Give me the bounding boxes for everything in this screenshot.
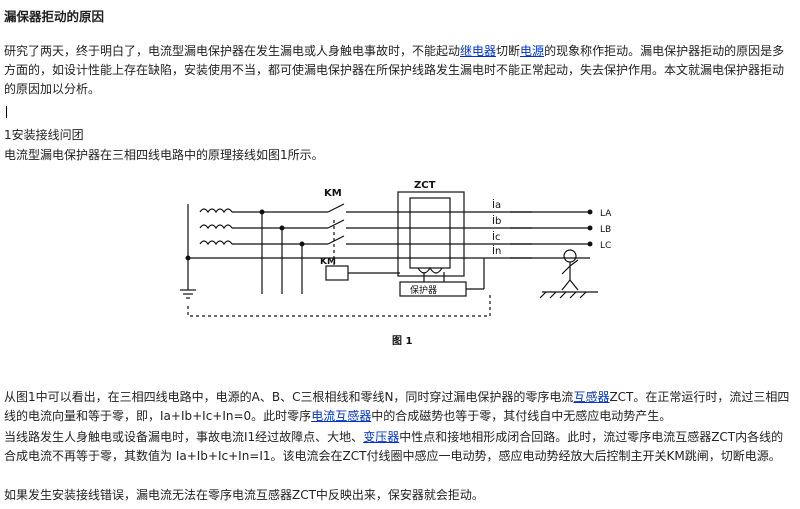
text-cursor xyxy=(6,106,7,118)
label-ic: İc xyxy=(492,230,500,243)
label-km-switch: KM xyxy=(324,188,342,199)
label-lb: LB xyxy=(600,225,611,235)
link-current-transformer[interactable]: 电流互感器 xyxy=(311,409,372,423)
label-protector: 保护器 xyxy=(410,284,437,296)
transformer-coils xyxy=(199,208,233,246)
label-km-coil: KM xyxy=(320,257,336,267)
article-title: 漏保器拒动的原因 xyxy=(4,9,105,24)
label-ia: İa xyxy=(492,198,501,211)
text-span: 的现象称作拒动。漏电保护器拒动的原因是多方面的，如设计性能上存在缺陷，安装使用不… xyxy=(4,44,785,96)
text-span: 中性点和接地相形成闭合回路。此时，流过零序电流互感器ZCT内各线的合成电流不再等… xyxy=(4,430,784,463)
section-title: 1安装接线问团 xyxy=(4,128,84,142)
link-relay[interactable]: 继电器 xyxy=(460,44,497,58)
link-power-transformer[interactable]: 变压器 xyxy=(363,430,400,444)
text-span: ZCT。在正常运行时，流过三相四线的电流向量和等于零，即，Ia+Ib+Ic+In… xyxy=(4,390,790,423)
label-ib: İb xyxy=(492,214,501,227)
section-intro-line: 电流型漏电保护器在三相四线电路中的原理接线如图1所示。 xyxy=(4,148,324,162)
wiring-diagram: KM ZCT KM 保护器 İa İb İc İn LA LB LC 图 1 xyxy=(180,180,612,347)
label-zct: ZCT xyxy=(414,180,436,191)
text-span: 切断 xyxy=(496,44,521,58)
link-transformer[interactable]: 互感器 xyxy=(573,390,610,404)
text-span: 研究了两天，终于明白了，电流型漏电保护器在发生漏电或人身触电事故时，不能起动 xyxy=(4,44,461,58)
label-la: LA xyxy=(600,209,612,219)
text-span: 当线路发生人身触电或设备漏电时，事故电流I1经过故障点、大地、 xyxy=(4,430,364,444)
label-lc: LC xyxy=(600,241,611,251)
paragraph-intro: 研究了两天，终于明白了，电流型漏电保护器在发生漏电或人身触电事故时，不能起动继电… xyxy=(4,42,794,99)
text-span: 中的合成磁势也等于零，其付线自中无感应电动势产生。 xyxy=(371,409,672,423)
figure-caption: 图 1 xyxy=(392,335,412,347)
paragraph-analysis-normal: 从图1中可以看出，在三相四线电路中，电源的A、B、C三根相线和零线N，同时穿过漏… xyxy=(4,388,794,426)
label-in: İn xyxy=(492,244,501,257)
text-span: 从图1中可以看出，在三相四线电路中，电源的A、B、C三根相线和零线N，同时穿过漏… xyxy=(4,390,574,404)
paragraph-conclusion: 如果发生安装接线错误，漏电流无法在零序电流互感器ZCT中反映出来，保安器就会拒动… xyxy=(4,488,484,502)
link-power-supply[interactable]: 电源 xyxy=(520,44,545,58)
paragraph-analysis-fault: 当线路发生人身触电或设备漏电时，事故电流I1经过故障点、大地、变压器中性点和接地… xyxy=(4,428,794,466)
